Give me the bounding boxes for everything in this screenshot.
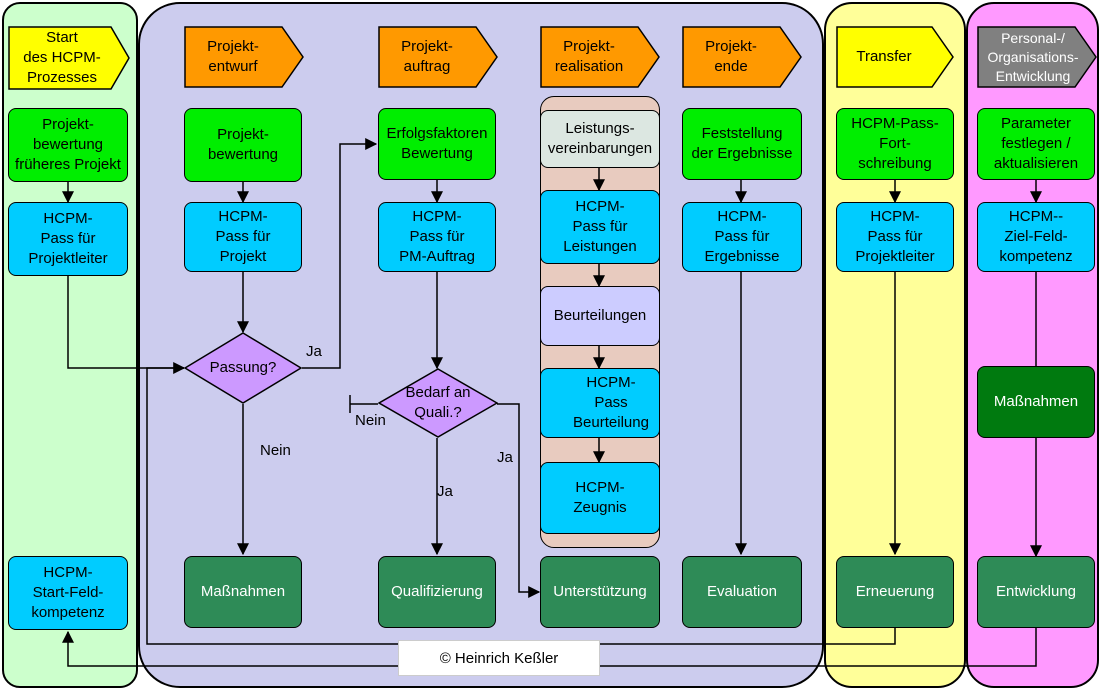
box-start-kompetenz: HCPM- Start-Feld- kompetenz: [8, 556, 128, 630]
phase-auftrag-label: Projekt- auftrag: [401, 38, 453, 75]
phase-start: Start des HCPM- Prozesses: [8, 26, 130, 90]
box-ende-evaluation: Evaluation: [682, 556, 802, 628]
box-pe-massnahmen: Maßnahmen: [977, 366, 1095, 438]
copyright-notice: © Heinrich Keßler: [398, 640, 600, 676]
phase-transfer: Transfer: [836, 26, 954, 88]
box-pe-parameter: Parameter festlegen / aktualisieren: [977, 108, 1095, 180]
phase-start-label: Start des HCPM- Prozesses: [23, 29, 101, 86]
box-entwurf-massnahmen: Maßnahmen: [184, 556, 302, 628]
phase-auftrag: Projekt- auftrag: [378, 26, 498, 88]
box-entwurf-pass: HCPM- Pass für Projekt: [184, 202, 302, 272]
box-transfer-pass: HCPM- Pass für Projektleiter: [836, 202, 954, 272]
label-ja-passung: Ja: [306, 343, 322, 360]
phase-entwurf-label: Projekt- entwurf: [207, 38, 259, 75]
box-real-pass-leistungen: HCPM- Pass für Leistungen: [540, 190, 660, 264]
label-nein-bedarf: Nein: [355, 412, 386, 429]
box-auftrag-erfolg: Erfolgsfaktoren Bewertung: [378, 108, 496, 180]
decision-bedarf-label: Bedarf an Quali.?: [405, 384, 471, 421]
box-pe-ziel: HCPM-- Ziel-Feld- kompetenz: [977, 202, 1095, 272]
phase-ende-label: Projekt- ende: [705, 38, 757, 75]
box-real-beurteilungen: Beurteilungen: [540, 286, 660, 346]
box-auftrag-quali: Qualifizierung: [378, 556, 496, 628]
label-ja-bedarf: Ja: [497, 449, 513, 466]
box-auftrag-pass: HCPM- Pass für PM-Auftrag: [378, 202, 496, 272]
decision-bedarf: Bedarf an Quali.?: [378, 368, 498, 438]
box-transfer-erneuerung: Erneuerung: [836, 556, 954, 628]
phase-realisation-label: Projekt- realisation: [554, 38, 624, 75]
box-start-bewertung: Projekt- bewertung früheres Projekt: [8, 108, 128, 182]
box-ende-feststellung: Feststellung der Ergebnisse: [682, 108, 802, 180]
phase-entwurf: Projekt- entwurf: [184, 26, 304, 88]
box-real-unterstuetzung: Unterstützung: [540, 556, 660, 628]
phase-personal-label: Personal-/ Organisations- Entwicklung: [987, 29, 1079, 84]
phase-ende: Projekt- ende: [682, 26, 802, 88]
box-transfer-fort: HCPM-Pass- Fort- schreibung: [836, 108, 954, 180]
decision-passung: Passung?: [184, 332, 302, 404]
phase-transfer-label: Transfer: [856, 48, 912, 65]
label-nein-passung: Nein: [260, 442, 291, 459]
box-pe-entwicklung: Entwicklung: [977, 556, 1095, 628]
box-real-zeugnis: HCPM- Zeugnis: [540, 462, 660, 534]
box-entwurf-bewertung: Projekt- bewertung: [184, 108, 302, 182]
decision-passung-label: Passung?: [209, 359, 277, 376]
box-ende-pass: HCPM- Pass für Ergebnisse: [682, 202, 802, 272]
box-real-leistungsvereinbarungen: Leistungs- vereinbarungen: [540, 110, 660, 168]
box-real-pass-beurteilung: HCPM- Pass Beurteilung: [540, 368, 660, 438]
label-ja-quali: Ja: [437, 483, 453, 500]
phase-realisation: Projekt- realisation: [540, 26, 660, 88]
box-start-pass: HCPM- Pass für Projektleiter: [8, 202, 128, 276]
phase-personal: Personal-/ Organisations- Entwicklung: [977, 26, 1097, 88]
